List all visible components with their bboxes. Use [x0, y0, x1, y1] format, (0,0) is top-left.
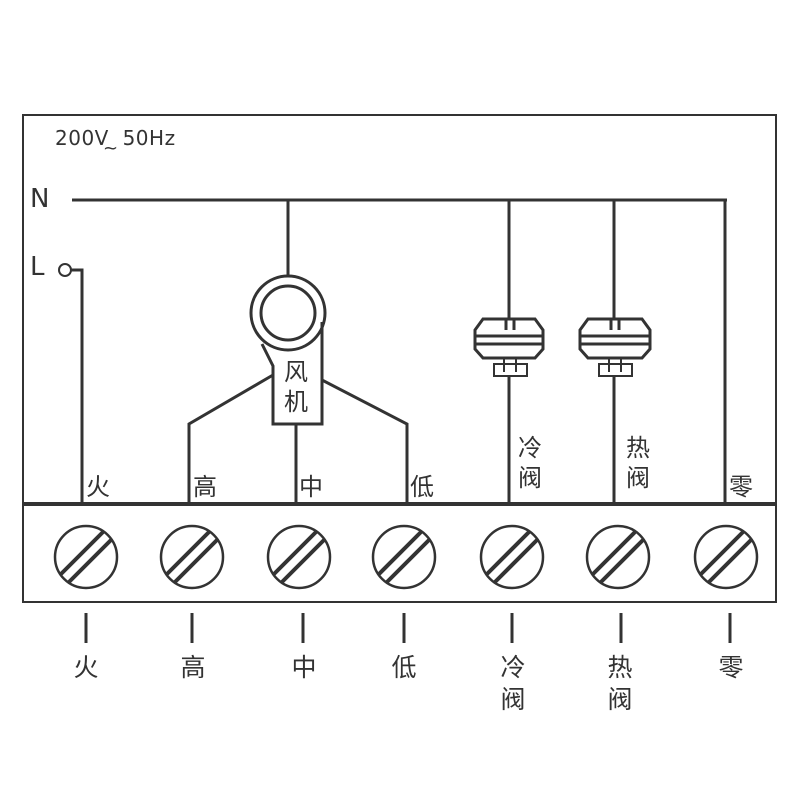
outer-label-cold-valve: 冷 阀 [493, 652, 533, 716]
inner-label-mid: 中 [299, 473, 323, 501]
inner-cold-line1: 冷 [518, 434, 542, 462]
outer-cold-line1: 冷 [500, 653, 526, 682]
fan-high-wire [187, 373, 274, 504]
supply-voltage: 200V 50Hz [55, 126, 176, 150]
fan-label-line1: 风 [284, 358, 308, 386]
outer-label-mid: 中 [284, 652, 324, 684]
outer-label-heat-valve: 热 阀 [600, 652, 640, 716]
fan-low-wire [321, 378, 409, 504]
ac-tilde-icon: ~ [103, 138, 119, 159]
outer-label-high: 高 [173, 652, 213, 684]
frequency-text: 50Hz [122, 126, 176, 150]
fan-label-line2: 机 [284, 388, 308, 416]
terminal-screw-zero [693, 524, 759, 590]
fan-motor-outer [249, 274, 327, 352]
cold-valve-symbol [473, 317, 545, 377]
outer-cold-line2: 阀 [500, 685, 526, 714]
terminal-screw-fire [53, 524, 119, 590]
enclosure-box [22, 114, 777, 603]
inner-label-heat-valve: 热 阀 [623, 433, 653, 493]
inner-heat-line1: 热 [626, 434, 650, 462]
outer-label-zero: 零 [711, 652, 751, 684]
outer-label-low: 低 [384, 652, 424, 684]
terminal-screw-mid [266, 524, 332, 590]
outer-heat-line1: 热 [607, 653, 633, 682]
terminal-screw-low [371, 524, 437, 590]
outer-heat-line2: 阀 [607, 685, 633, 714]
fan-motor-inner [259, 284, 317, 342]
inner-label-low: 低 [410, 473, 434, 501]
terminal-screw-cold-valve [479, 524, 545, 590]
outer-label-fire: 火 [66, 652, 106, 684]
outer-fire-line1: 火 [73, 653, 99, 682]
fan-body [260, 322, 324, 426]
outer-high-line1: 高 [180, 653, 206, 682]
live-terminal-point [58, 263, 72, 277]
fan-label: 风 机 [281, 357, 311, 417]
live-label: L [30, 252, 45, 282]
inner-label-high: 高 [193, 473, 217, 501]
terminal-screw-heat-valve [585, 524, 651, 590]
inner-label-fire: 火 [86, 473, 110, 501]
outer-zero-line1: 零 [718, 653, 744, 682]
outer-mid-line1: 中 [291, 653, 317, 682]
neutral-label: N [30, 184, 50, 214]
outer-low-line1: 低 [391, 653, 417, 682]
voltage-text: 200V [55, 126, 109, 150]
inner-label-zero: 零 [729, 473, 753, 501]
inner-heat-line2: 阀 [626, 464, 650, 492]
inner-cold-line2: 阀 [518, 464, 542, 492]
live-wire [71, 268, 84, 504]
inner-label-cold-valve: 冷 阀 [515, 433, 545, 493]
terminal-screw-high [159, 524, 225, 590]
heat-valve-symbol [578, 317, 652, 377]
